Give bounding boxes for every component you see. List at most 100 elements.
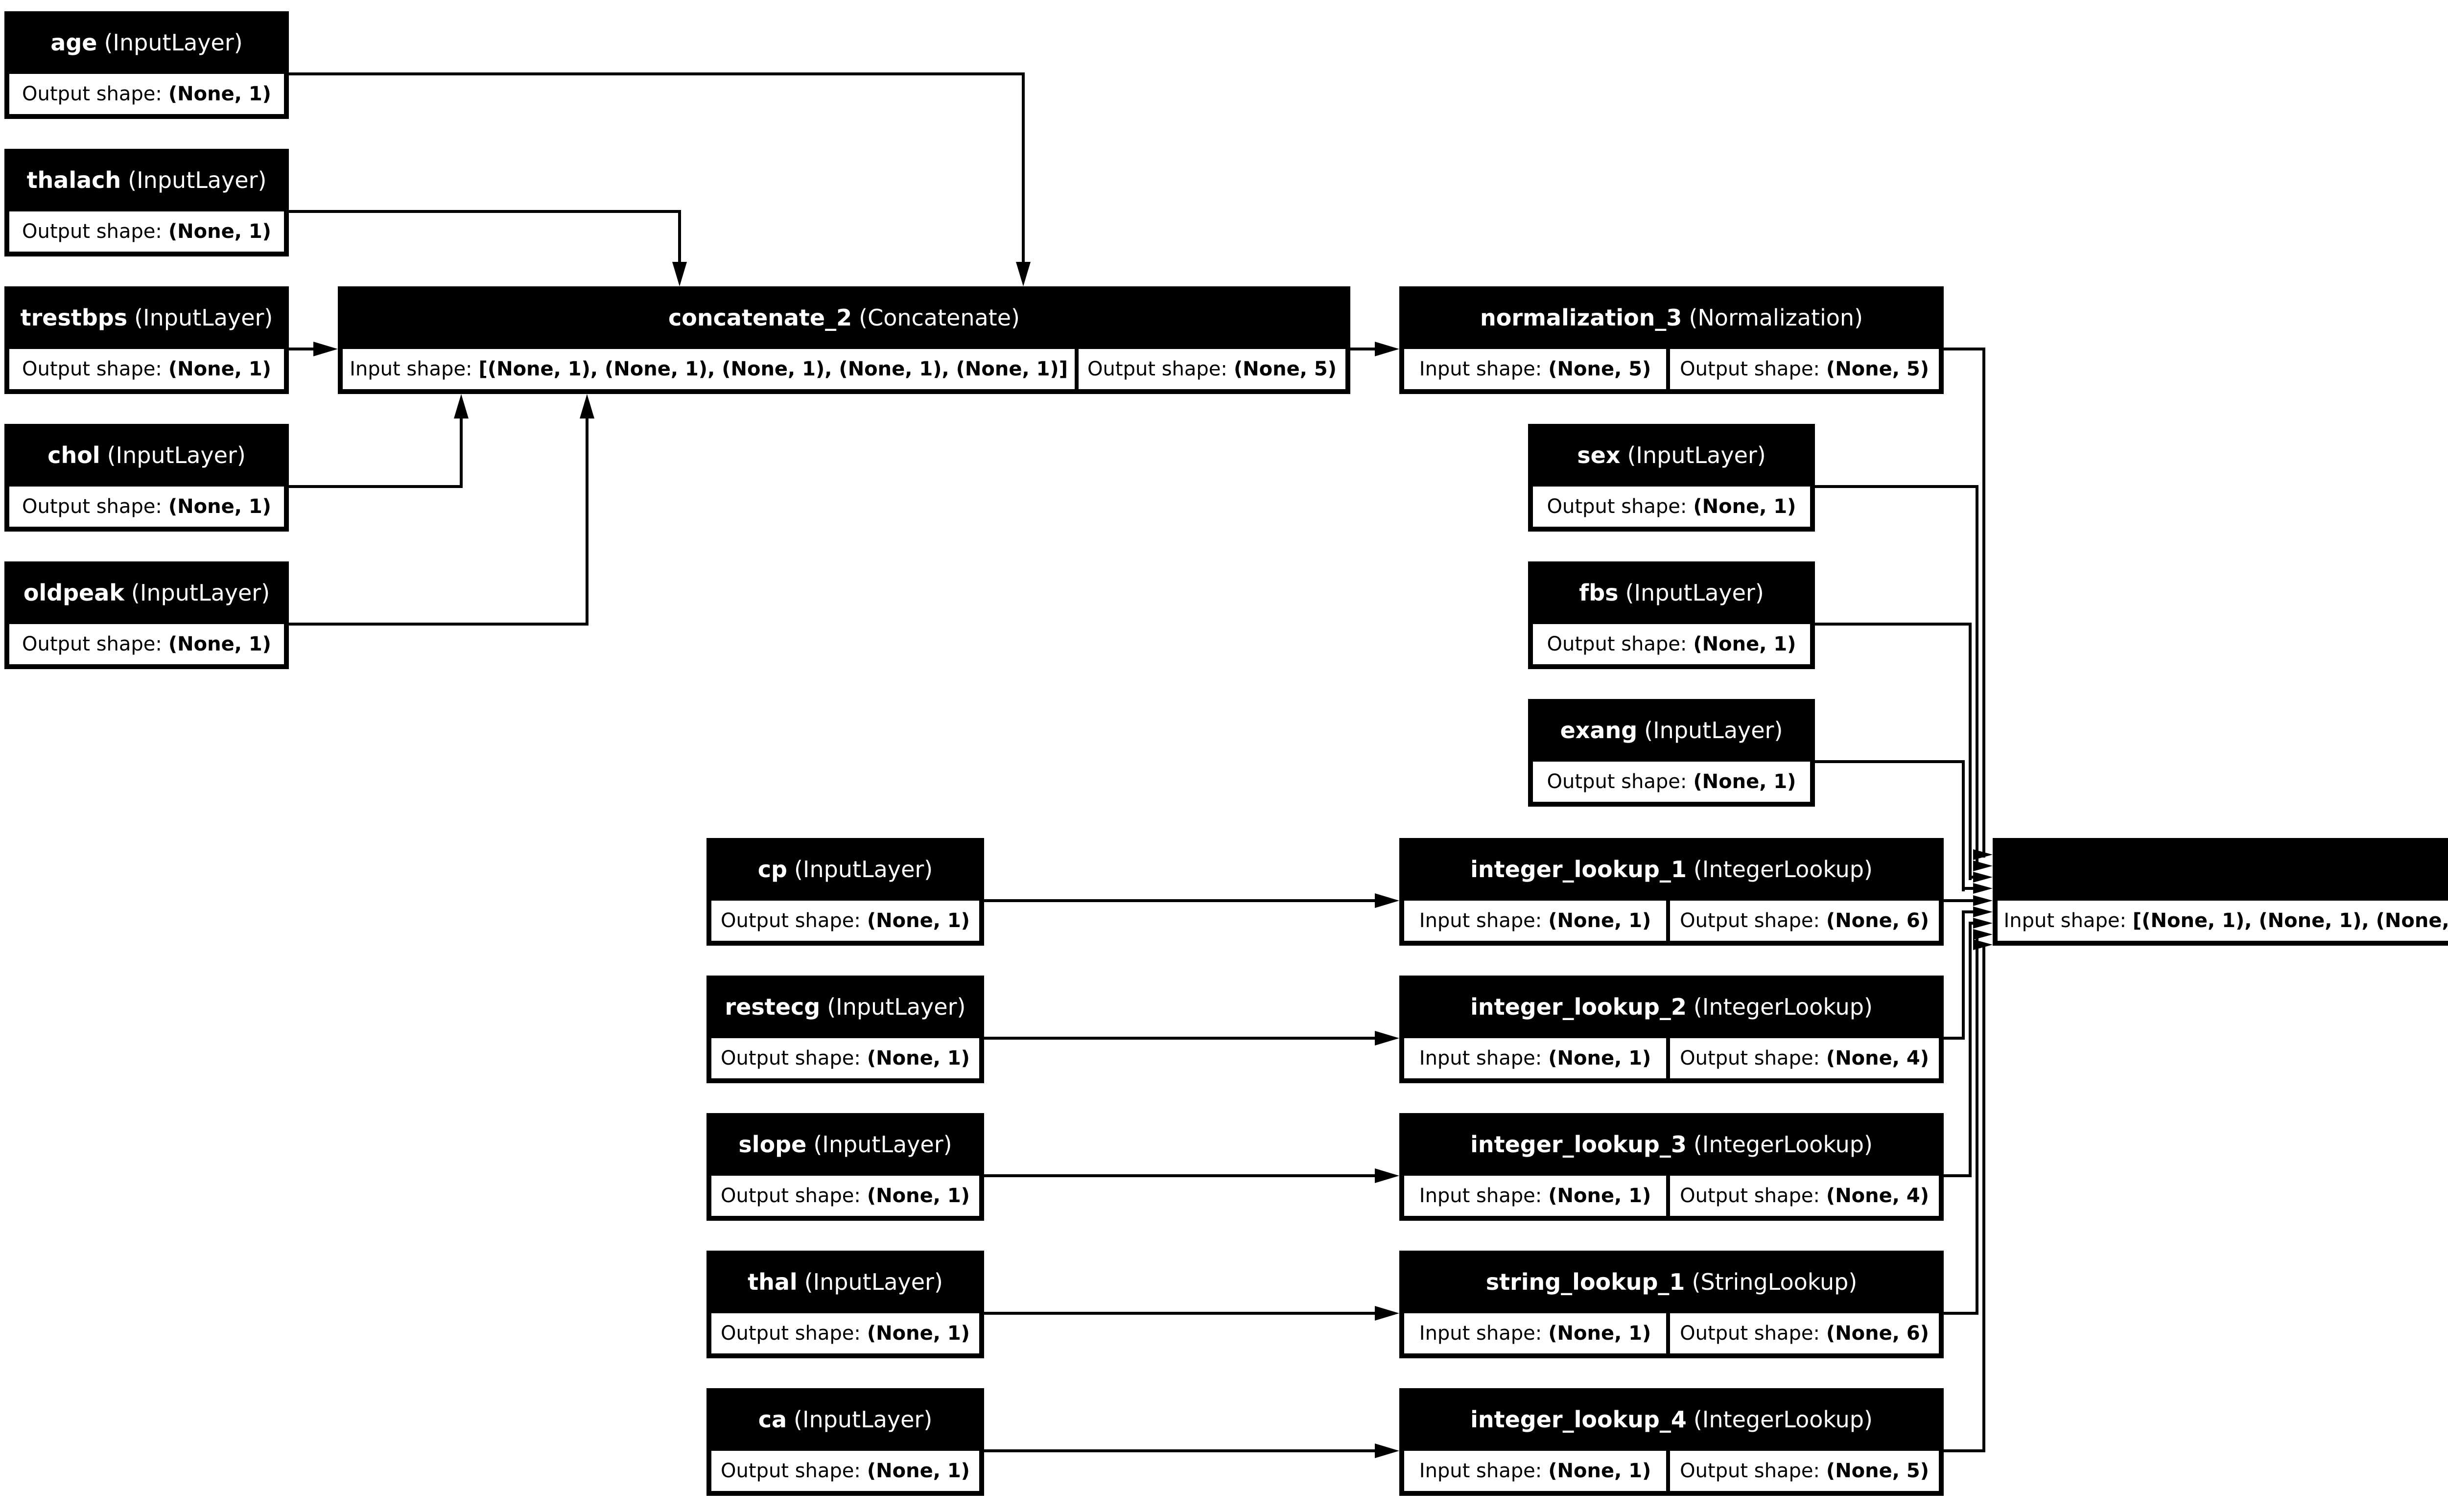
output-shape-label: Output shape: xyxy=(721,1460,861,1482)
node-chol: chol (InputLayer) Output shape:(None, 1) xyxy=(4,424,289,532)
layer-type: (StringLookup) xyxy=(1692,1269,1858,1295)
input-shape-cell: Input shape:(None, 1) xyxy=(1404,901,1667,941)
layer-type: (IntegerLookup) xyxy=(1693,994,1873,1020)
node-body: Output shape:(None, 1) xyxy=(711,1038,979,1078)
node-body: Input shape: (None, 1) Output shape: (None… xyxy=(1404,1313,1939,1353)
output-shape-value: (None, 1) xyxy=(168,358,271,380)
layer-type: (InputLayer) xyxy=(131,580,270,606)
node-slope: slope(InputLayer) Output shape:(None, 1) xyxy=(706,1113,984,1221)
edge-sex-concatenate3 xyxy=(1976,485,1978,869)
node-body: Output shape:(None, 1) xyxy=(711,1313,979,1353)
output-shape-label: Output shape: xyxy=(1680,1460,1820,1482)
input-shape-label: Input shape: xyxy=(1419,1185,1542,1207)
node-concatenate-3: concatenate_3(Concatenate) Input shape: [… xyxy=(1993,838,2448,946)
edge-normalization3-concatenate3 xyxy=(1944,348,1985,350)
output-shape-cell: Output shape:(None, 1) xyxy=(711,1451,979,1491)
input-shape-label: Input shape: xyxy=(1419,358,1542,380)
node-body: Output shape: (None, 1) xyxy=(9,624,284,664)
input-shape-value: [(None, 1), (None, 1), (None, 1), (None,… xyxy=(478,358,1068,380)
node-integer-lookup-1: integer_lookup_1(IntegerLookup) Input sh… xyxy=(1399,838,1944,946)
node-title: sex(InputLayer) xyxy=(1528,424,1815,487)
output-shape-cell: Output shape:(None, 1) xyxy=(9,349,284,389)
node-title: string_lookup_1 (StringLookup) xyxy=(1399,1251,1944,1313)
node-integer-lookup-3: integer_lookup_3(IntegerLookup) Input sh… xyxy=(1399,1113,1944,1221)
output-shape-value: (None, 4) xyxy=(1826,1047,1929,1070)
layer-name: normalization_3 xyxy=(1480,304,1682,331)
output-shape-label: Output shape: xyxy=(721,1047,861,1070)
layer-type: (IntegerLookup) xyxy=(1693,1131,1873,1158)
arrowhead-thalach-concatenate2 xyxy=(672,262,687,286)
node-integer-lookup-4: integer_lookup_4(IntegerLookup) Input sh… xyxy=(1399,1388,1944,1496)
output-shape-label: Output shape: xyxy=(22,83,162,105)
layer-type: (InputLayer) xyxy=(1625,580,1764,606)
layer-name: oldpeak xyxy=(23,580,124,606)
arrowhead-concatenate2-normalization3 xyxy=(1375,342,1399,356)
node-sex: sex(InputLayer) Output shape:(None, 1) xyxy=(1528,424,1815,532)
node-title: integer_lookup_3(IntegerLookup) xyxy=(1399,1113,1944,1176)
edge-integerlookup1-concatenate3 xyxy=(1944,899,1978,902)
input-shape-value: (None, 5) xyxy=(1548,358,1651,380)
output-shape-label: Output shape: xyxy=(22,633,162,655)
input-shape-label: Input shape: xyxy=(1419,1047,1542,1070)
layer-type: (InputLayer) xyxy=(794,856,933,883)
node-title: concatenate_3(Concatenate) xyxy=(1993,838,2448,901)
output-shape-value: (None, 1) xyxy=(1693,633,1796,655)
edge-age-concatenate2 xyxy=(289,72,1025,75)
node-thal: thal(InputLayer) Output shape:(None, 1) xyxy=(706,1251,984,1358)
node-body: Input shape:(None, 1) Output shape:(None… xyxy=(1404,1176,1939,1216)
node-normalization-3: normalization_3(Normalization) Input sha… xyxy=(1399,286,1944,394)
node-cp: cp(InputLayer) Output shape:(None, 1) xyxy=(706,838,984,946)
output-shape-cell: Output shape: (None, 4) xyxy=(1670,1038,1939,1078)
input-shape-cell: Input shape:[(None, 1), (None, 1), (None… xyxy=(343,349,1075,389)
layer-name: chol xyxy=(47,442,100,468)
node-exang: exang(InputLayer) Output shape:(None, 1) xyxy=(1528,699,1815,807)
node-title: chol (InputLayer) xyxy=(4,424,289,487)
output-shape-value: (None, 1) xyxy=(168,220,271,243)
node-ca: ca(InputLayer) Output shape:(None, 1) xyxy=(706,1388,984,1496)
output-shape-label: Output shape: xyxy=(721,1185,861,1207)
output-shape-value: (None, 5) xyxy=(1826,358,1929,380)
output-shape-value: (None, 4) xyxy=(1826,1185,1929,1207)
edge-chol-concatenate2 xyxy=(460,414,463,488)
input-shape-value: (None, 1) xyxy=(1548,1322,1651,1345)
edge-concatenate2-normalization3 xyxy=(1350,348,1377,350)
layer-name: slope xyxy=(738,1131,807,1158)
input-shape-value: [(None, 1), (None, 1), (None, 1), (None,… xyxy=(2132,909,2448,932)
output-shape-value: (None, 6) xyxy=(1826,1322,1929,1345)
output-shape-label: Output shape: xyxy=(1680,1047,1820,1070)
layer-type: (InputLayer) xyxy=(104,29,243,56)
node-oldpeak: oldpeak (InputLayer) Output shape: (None, … xyxy=(4,561,289,669)
node-string-lookup-1: string_lookup_1 (StringLookup) Input shap… xyxy=(1399,1251,1944,1358)
input-shape-label: Input shape: xyxy=(1419,1322,1542,1345)
node-title: restecg(InputLayer) xyxy=(706,976,984,1038)
output-shape-label: Output shape: xyxy=(1680,1322,1820,1345)
input-shape-label: Input shape: xyxy=(2003,909,2126,932)
output-shape-cell: Output shape:(None, 1) xyxy=(9,487,284,527)
node-title: slope(InputLayer) xyxy=(706,1113,984,1176)
output-shape-cell: Output shape:(None, 1) xyxy=(711,1038,979,1078)
input-shape-value: (None, 1) xyxy=(1548,909,1651,932)
layer-type: (InputLayer) xyxy=(107,442,246,468)
output-shape-cell: Output shape: (None, 1) xyxy=(9,74,284,114)
layer-name: restecg xyxy=(725,994,821,1020)
node-title: normalization_3(Normalization) xyxy=(1399,286,1944,349)
output-shape-label: Output shape: xyxy=(1547,495,1687,518)
edge-exang-concatenate3 xyxy=(1962,887,1977,890)
node-title: exang(InputLayer) xyxy=(1528,699,1815,762)
node-body: Input shape:(None, 1) Output shape:(None… xyxy=(1404,1451,1939,1491)
output-shape-value: (None, 1) xyxy=(168,83,271,105)
layer-type: (IntegerLookup) xyxy=(1693,856,1873,883)
output-shape-cell: Output shape:(None, 1) xyxy=(9,211,284,252)
arrowhead-integerlookup4-concatenate3 xyxy=(1973,939,1993,950)
edge-integerlookup3-concatenate3 xyxy=(1969,922,1972,1177)
node-age: age(InputLayer) Output shape:(None, 1) xyxy=(4,11,289,119)
output-shape-value: (None, 1) xyxy=(168,633,271,655)
output-shape-cell: Output shape:(None, 1) xyxy=(711,1176,979,1216)
layer-name: string_lookup_1 xyxy=(1485,1269,1685,1295)
layer-type: (IntegerLookup) xyxy=(1693,1406,1873,1433)
input-shape-value: (None, 1) xyxy=(1548,1185,1651,1207)
edge-trestbps-concatenate2 xyxy=(289,348,316,350)
layer-name: trestbps xyxy=(20,304,128,331)
layer-type: (Concatenate) xyxy=(859,304,1020,331)
